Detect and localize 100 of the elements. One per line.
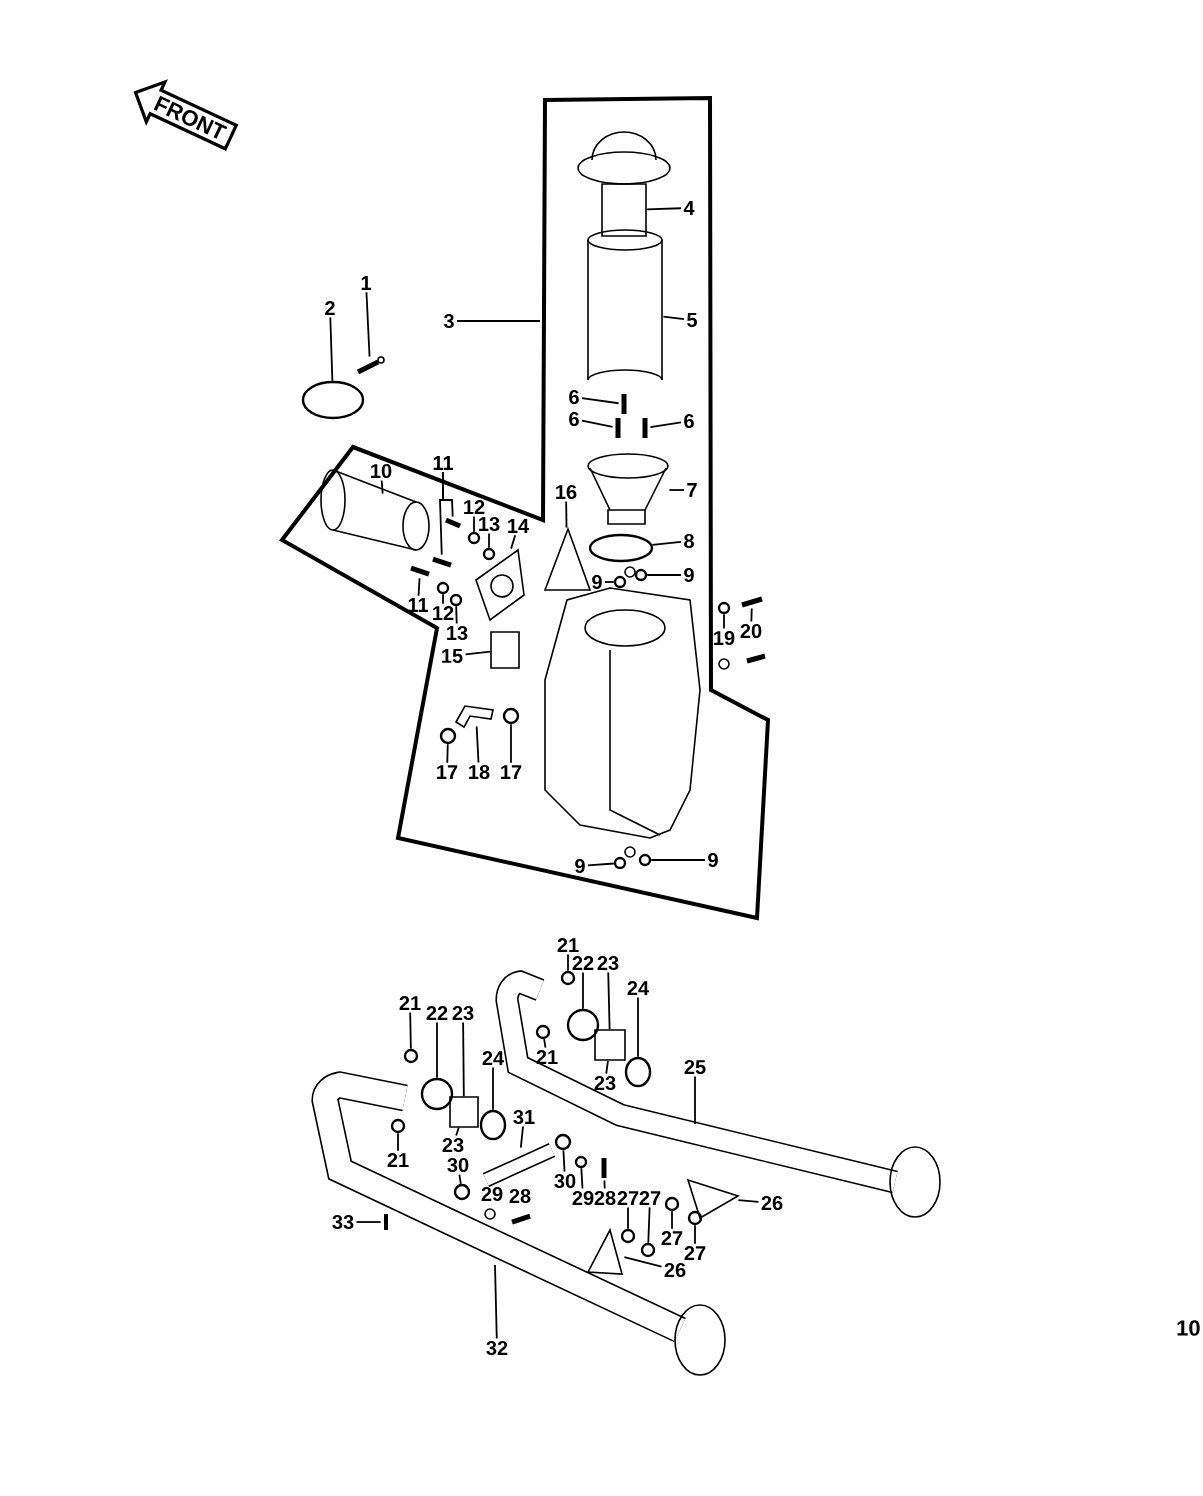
leader-line: [492, 1066, 494, 1111]
leader-line: [455, 605, 458, 625]
bolt-drawing: [615, 418, 621, 438]
leader-line: [519, 1125, 524, 1149]
leader-line: [603, 1179, 606, 1190]
clamp-drawing: [301, 380, 365, 420]
leader-line: [605, 1059, 609, 1075]
callout-number: 4: [683, 201, 695, 215]
callout-number: 13: [479, 516, 500, 532]
clamp: [439, 727, 457, 745]
nut: [664, 1196, 680, 1212]
callout-number: 17: [501, 765, 522, 779]
flange: [420, 1077, 454, 1111]
washer: [482, 547, 496, 561]
callout-number: 20: [740, 623, 762, 639]
callout-number: 3: [443, 313, 454, 329]
leader-line: [607, 971, 611, 1031]
leader-line: [623, 1256, 663, 1268]
callout-number: 1: [361, 276, 371, 290]
callout-number: 9: [684, 567, 694, 583]
leader-line: [581, 397, 620, 405]
callout-number: 6: [569, 389, 579, 405]
leader-line: [668, 489, 685, 491]
callout-number: 27: [684, 1246, 706, 1260]
callout-number: 8: [684, 533, 694, 549]
callout-number: 6: [684, 413, 694, 429]
leader-line: [488, 532, 490, 549]
callout-number: 11: [433, 456, 453, 470]
callout-number: 27: [661, 1231, 683, 1245]
leader-line: [567, 953, 569, 972]
washer: [467, 531, 481, 545]
ring-drawing: [624, 1056, 652, 1088]
callout-number: 24: [627, 981, 649, 995]
callout-number: 11: [408, 598, 428, 612]
leader-line: [750, 607, 753, 623]
leader-line: [455, 1126, 460, 1137]
leader-line: [565, 500, 568, 529]
callout-number: 7: [687, 483, 697, 497]
leader-line: [650, 859, 706, 861]
callout-number: 32: [486, 1340, 508, 1356]
callout-number: 22: [572, 956, 594, 970]
callout-number: 27: [617, 1191, 639, 1205]
callout-number: 18: [469, 764, 490, 780]
leader-line: [723, 613, 725, 630]
leader-line: [329, 316, 334, 382]
nut: [638, 853, 652, 867]
bolt-drawing: [432, 556, 452, 568]
leader-line: [473, 515, 475, 533]
callout-number: 6: [569, 411, 579, 427]
callout-number: 27: [639, 1191, 661, 1205]
leader-line: [436, 1021, 438, 1079]
leader-line: [562, 1149, 566, 1173]
callout-number: 17: [437, 765, 458, 779]
nut: [620, 1228, 636, 1244]
leader-line: [380, 479, 384, 495]
callout-number: 29: [572, 1190, 594, 1206]
leader-line: [510, 534, 517, 550]
leader-line: [475, 725, 480, 764]
callout-number: 15: [442, 649, 463, 663]
bolt-drawing: [621, 394, 627, 414]
nut: [613, 856, 627, 870]
leader-line: [442, 593, 444, 605]
leader-line: [646, 574, 682, 576]
washer: [574, 1155, 588, 1169]
clip-drawing: [490, 631, 520, 669]
leader-line: [662, 315, 685, 320]
collar-drawing: [449, 1096, 479, 1128]
callout-number: 23: [594, 1075, 616, 1091]
callout-number: 23: [452, 1005, 474, 1021]
leader-line: [671, 1210, 673, 1230]
callout-number: 26: [664, 1262, 686, 1278]
pin-drawing: [384, 1214, 388, 1230]
leader-line: [462, 1021, 465, 1098]
collar-drawing: [594, 1029, 626, 1061]
leader-line: [409, 1011, 412, 1050]
nut: [640, 1242, 656, 1258]
callout-number: 19: [714, 630, 735, 646]
leader-line: [510, 723, 512, 764]
leader-line: [582, 971, 584, 1010]
leader-line: [417, 577, 421, 597]
callout-number: 2: [325, 301, 335, 315]
leader-line: [647, 1206, 651, 1244]
washer: [436, 581, 450, 595]
clamp: [453, 1183, 471, 1201]
funnel-drawing: [587, 453, 669, 525]
callout-number: 9: [708, 852, 718, 868]
callout-number: 33: [332, 1214, 354, 1230]
ring-drawing: [479, 1109, 507, 1141]
callout-number: 30: [447, 1157, 469, 1173]
callout-number: 12: [464, 500, 485, 514]
callout-number: 30: [554, 1173, 576, 1189]
callout-number: 28: [594, 1190, 616, 1206]
bolt-drawing: [445, 517, 461, 529]
nut: [613, 575, 627, 589]
nut: [535, 1024, 551, 1040]
tube-drawing: [601, 183, 647, 237]
bolt-drawing: [356, 356, 385, 375]
air-filter-drawing: [587, 229, 663, 381]
leader-line: [651, 540, 682, 546]
nut: [560, 970, 576, 986]
